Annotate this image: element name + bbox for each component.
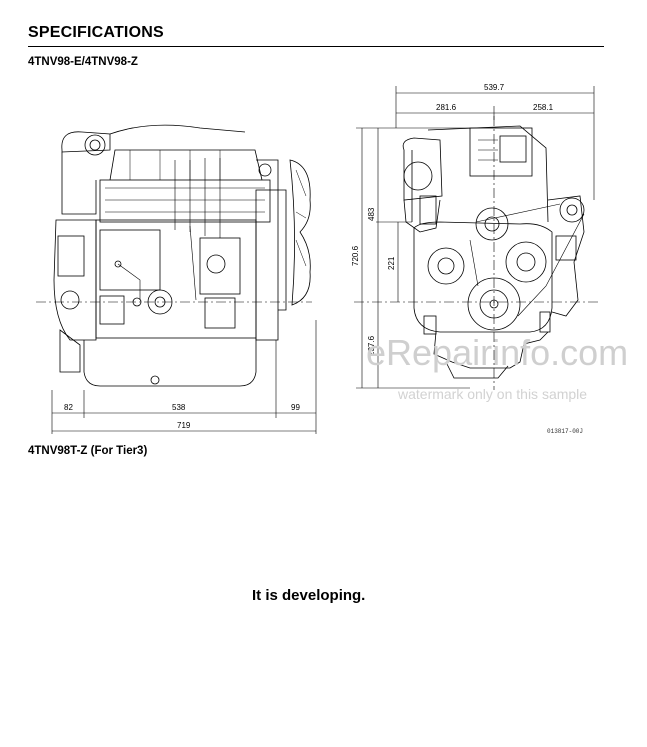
dim-539-7: 539.7	[484, 83, 505, 92]
dim-82: 82	[64, 403, 73, 412]
dim-538: 538	[172, 403, 186, 412]
tier3-heading: 4TNV98T-Z (For Tier3)	[28, 445, 148, 457]
developing-note: It is developing.	[252, 587, 366, 604]
front-view-engine	[402, 125, 585, 379]
page-title: SPECIFICATIONS	[28, 24, 164, 41]
dim-237-6: 237.6	[367, 335, 376, 356]
dim-258-1: 258.1	[533, 103, 554, 112]
front-view-dimensions	[356, 86, 595, 389]
dim-483: 483	[367, 207, 376, 221]
dim-99: 99	[291, 403, 300, 412]
side-view-dimensions	[51, 320, 317, 434]
dim-720-6: 720.6	[351, 245, 360, 266]
dim-221: 221	[387, 256, 396, 270]
watermark-main: eRepairinfo.com	[366, 332, 629, 373]
title-rule	[28, 46, 604, 47]
model-heading: 4TNV98-E/4TNV98-Z	[28, 56, 138, 68]
side-view-engine	[53, 124, 311, 387]
watermark-sub: watermark only on this sample	[398, 386, 588, 402]
dim-719: 719	[177, 421, 191, 430]
dim-281-6: 281.6	[436, 103, 457, 112]
drawing-number: 013817-00J	[547, 428, 584, 435]
engine-dimension-drawing: 82 538 99 719	[36, 83, 600, 434]
